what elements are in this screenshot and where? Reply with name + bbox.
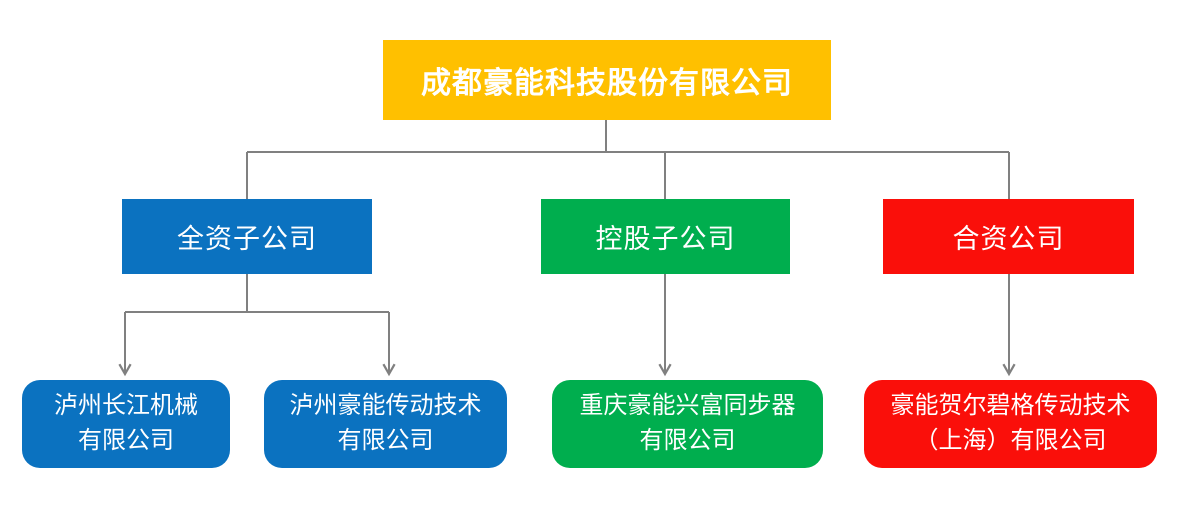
org-node-parent-company: 成都豪能科技股份有限公司 xyxy=(383,40,831,120)
org-node-holding-subsidiary: 控股子公司 xyxy=(541,199,790,274)
org-node-luzhou-haoneng-transmission: 泸州豪能传动技术 有限公司 xyxy=(264,380,507,468)
org-node-luzhou-changjiang-machinery: 泸州长江机械 有限公司 xyxy=(22,380,230,468)
org-node-wholly-owned-subsidiary: 全资子公司 xyxy=(122,199,372,274)
org-node-joint-venture: 合资公司 xyxy=(883,199,1134,274)
org-node-chongqing-haoneng-xingfu-synchronizer: 重庆豪能兴富同步器 有限公司 xyxy=(552,380,823,468)
org-node-haoneng-hoerbiger-shanghai: 豪能贺尔碧格传动技术 （上海）有限公司 xyxy=(864,380,1157,468)
